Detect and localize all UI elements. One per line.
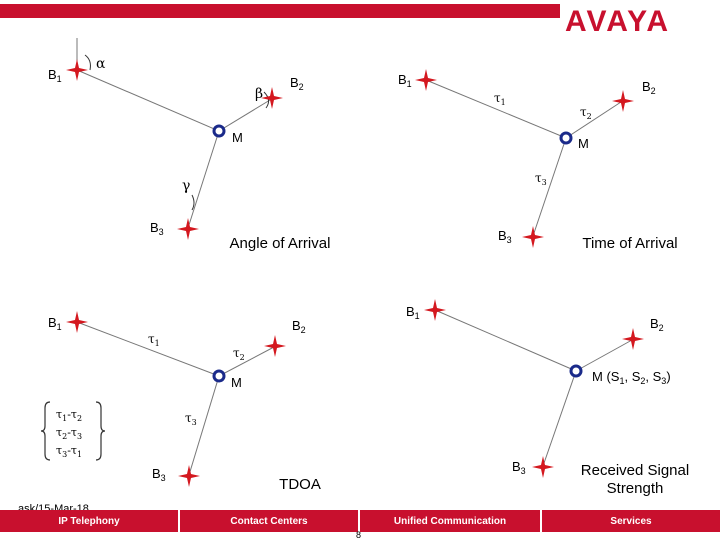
label-m: M <box>231 375 242 390</box>
caption-rss-line1: Received Signal <box>580 462 690 479</box>
tdoa-diff-1: τ1-τ2 <box>56 408 82 423</box>
link-b2-m <box>575 339 633 372</box>
beta-arc <box>263 91 270 109</box>
caption-rss-line2: Strength <box>606 480 664 497</box>
panel-tdoa: B1 B2 τ1 τ2 M τ3 B3 τ1-τ2 τ2-τ3 τ3-τ1 <box>40 311 306 487</box>
label-b1: B1 <box>48 67 62 84</box>
page-number: 8 <box>356 530 362 540</box>
avaya-logo: AVAYA <box>565 5 670 36</box>
label-b2: B2 <box>292 318 306 335</box>
label-tau2: τ2 <box>580 105 592 121</box>
caption-received-signal-strength: Received Signal Strength <box>560 462 710 498</box>
panel-time-of-arrival: B1 B2 τ1 τ2 M τ3 B3 <box>398 69 656 248</box>
caption-tdoa: TDOA <box>279 476 321 493</box>
base-station-b3-icon <box>178 465 200 487</box>
label-tau1: τ1 <box>148 332 160 348</box>
mobile-station-icon <box>569 364 583 378</box>
footer-item-ip-telephony: IP Telephony <box>58 515 120 527</box>
footer-bar: IP Telephony Contact Centers Unified Com… <box>0 510 720 532</box>
alpha-arc <box>84 54 91 71</box>
base-station-b1-icon <box>424 299 446 321</box>
tdoa-diff-3: τ3-τ1 <box>56 444 82 459</box>
footer-item-contact-centers: Contact Centers <box>230 515 308 527</box>
caption-time-of-arrival: Time of Arrival <box>582 235 678 252</box>
label-b1: B1 <box>48 315 62 332</box>
link-b3-m <box>532 137 567 237</box>
link-b1-m <box>76 69 220 132</box>
gamma-arc <box>191 194 195 211</box>
label-alpha: α <box>96 56 106 72</box>
base-station-b3-icon <box>522 226 544 248</box>
label-b2: B2 <box>650 316 664 333</box>
link-b2-m <box>218 99 271 132</box>
caption-angle-of-arrival: Angle of Arrival <box>229 235 331 252</box>
footer-divider <box>358 510 360 532</box>
label-b3: B3 <box>498 228 512 245</box>
label-m: M <box>578 136 589 151</box>
label-b1: B1 <box>398 72 412 89</box>
label-b3: B3 <box>152 466 166 483</box>
panel-received-signal-strength: B1 B2 M (S1, S2, S3) B3 <box>406 299 671 478</box>
base-station-b2-icon <box>264 335 286 357</box>
link-b2-m <box>218 346 275 377</box>
tdoa-diff-2: τ2-τ3 <box>56 426 82 441</box>
footer-divider <box>540 510 542 532</box>
base-station-b2-icon <box>622 328 644 350</box>
label-tau3: τ3 <box>185 411 197 427</box>
base-station-b3-icon <box>532 456 554 478</box>
label-b3: B3 <box>150 220 164 237</box>
label-beta: β <box>255 86 263 102</box>
label-m-signal: M (S1, S2, S3) <box>592 369 671 386</box>
mobile-station-icon <box>559 131 573 145</box>
label-b3: B3 <box>512 459 526 476</box>
top-banner <box>0 0 560 20</box>
logo-text: AVAYA <box>565 5 670 36</box>
mobile-station-icon <box>212 124 226 138</box>
base-station-b2-icon <box>261 87 283 109</box>
link-b1-m <box>434 309 577 372</box>
label-tau2: τ2 <box>233 346 245 362</box>
base-station-b2-icon <box>612 90 634 112</box>
base-station-b1-icon <box>66 59 88 81</box>
label-gamma: γ <box>182 178 190 194</box>
label-tau1: τ1 <box>494 91 506 107</box>
label-m: M <box>232 130 243 145</box>
footer-item-services: Services <box>610 515 652 527</box>
base-station-b1-icon <box>415 69 437 91</box>
panel-angle-of-arrival: B1 α B2 β M γ B3 <box>48 38 304 240</box>
footer-divider <box>178 510 180 532</box>
base-station-b1-icon <box>66 311 88 333</box>
base-station-b3-icon <box>177 218 199 240</box>
top-banner-stripe <box>0 4 560 18</box>
label-b1: B1 <box>406 304 420 321</box>
label-b2: B2 <box>290 75 304 92</box>
label-b2: B2 <box>642 79 656 96</box>
link-b3-m <box>187 130 220 229</box>
left-brace <box>40 401 51 461</box>
link-b3-m <box>542 370 577 467</box>
footer-item-unified-communication: Unified Communication <box>393 515 507 527</box>
label-tau3: τ3 <box>535 171 547 187</box>
mobile-station-icon <box>212 369 226 383</box>
link-b3-m <box>188 375 220 476</box>
link-b1-m <box>425 79 567 139</box>
link-b1-m <box>76 321 220 377</box>
link-b2-m <box>565 101 622 139</box>
right-brace <box>95 401 106 461</box>
